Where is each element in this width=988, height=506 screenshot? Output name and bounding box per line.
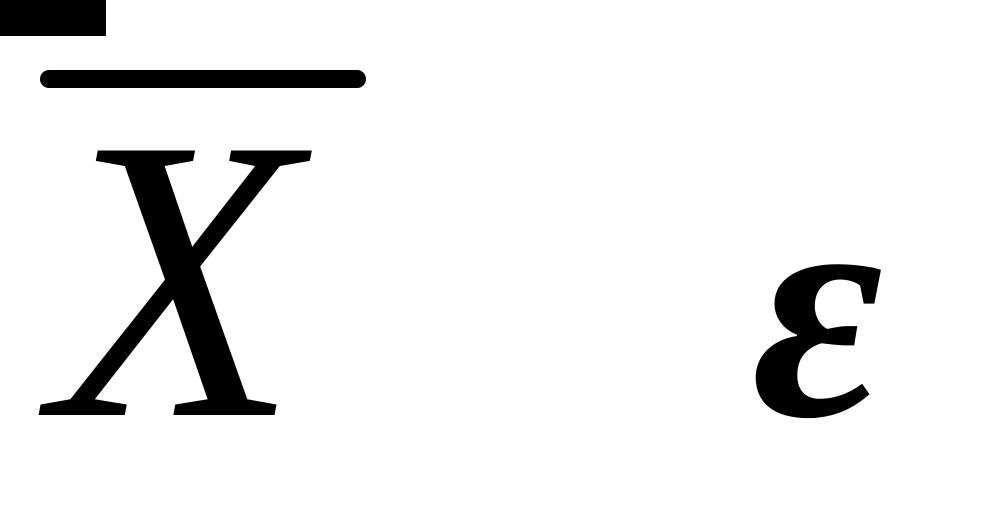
minus-operator [0, 0, 106, 36]
variable-x: X [52, 56, 299, 503]
mean-overline-bar [40, 70, 366, 88]
epsilon-symbol: ε [752, 131, 884, 485]
